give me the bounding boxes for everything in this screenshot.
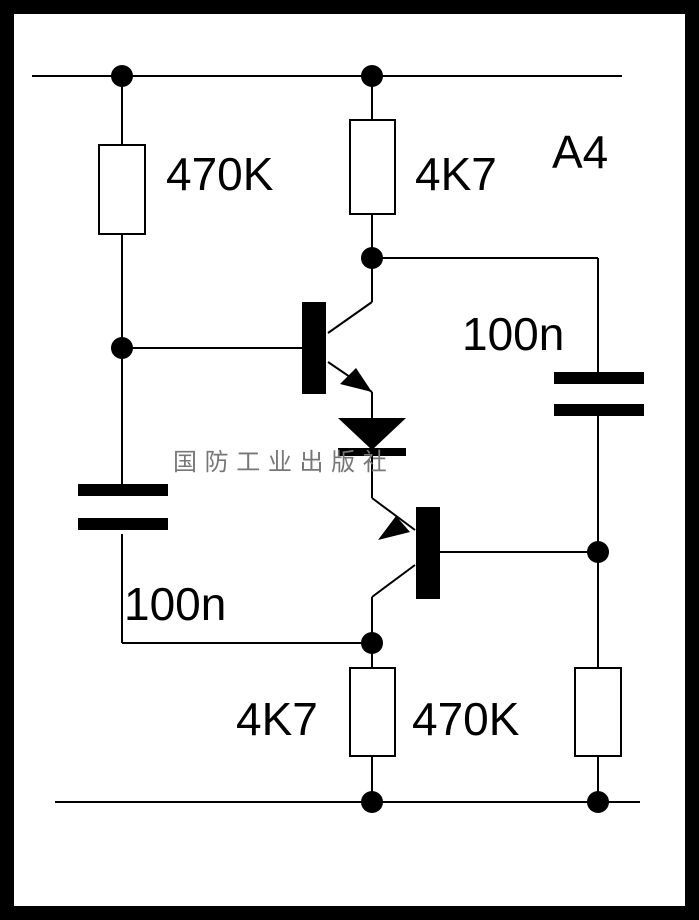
capacitor-left-plate-top [78,484,168,496]
junction-left-base [111,337,133,359]
junction-right-base [587,541,609,563]
resistor-470k-bottom [574,667,622,757]
diode-bar [338,448,406,456]
capacitor-right-plate-top [554,372,644,384]
label-r-top-left: 470K [166,148,274,200]
label-r-top-right: 4K7 [415,148,497,200]
watermark: 国 防 工 业 出 版 社 [173,448,387,476]
wire-collector-lower [371,564,416,598]
wire-emitter-lower [371,497,416,531]
diode-icon [338,418,406,450]
resistor-4k7-top [349,119,396,215]
resistor-470k-top [98,144,146,235]
junction-collector [361,247,383,269]
transistor-upper-base [302,302,326,394]
label-r-bottom-right: 470K [412,693,520,745]
junction-bottom-mid [361,632,383,654]
transistor-lower-base [416,507,440,599]
label-c-left: 100n [124,578,226,630]
junction-bottom-rail-right [587,791,609,813]
wire-collector-diag [327,301,373,334]
junction-top-mid [361,65,383,87]
resistor-4k7-bottom [349,667,396,757]
junction-top-left [111,65,133,87]
transistor-lower-emitter-arrow-icon [378,516,410,540]
capacitor-left-plate-bottom [78,518,168,530]
label-circuit-id: A4 [552,126,608,178]
capacitor-right-plate-bottom [554,404,644,416]
label-r-bottom-left: 4K7 [236,693,318,745]
junction-bottom-rail-mid [361,791,383,813]
transistor-upper-emitter-arrow-icon [340,368,372,392]
label-c-right: 100n [462,308,564,360]
